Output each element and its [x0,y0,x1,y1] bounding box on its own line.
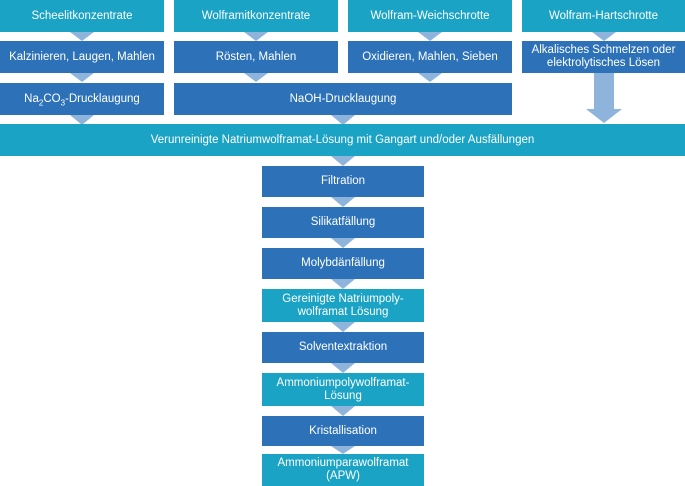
arrow-down [70,115,94,125]
leach-na2co3: Na2CO3-Drucklaugung [0,83,164,115]
step-silikat: Silikatfällung [262,207,424,238]
source-scheelit: Scheelitkonzentrate [0,0,164,32]
step-apw: Ammoniumparawolframat (APW) [262,454,424,486]
pretreat-hartschrotte: Alkalisches Schmelzen oder elektrolytisc… [522,41,685,73]
impure-solution: Verunreinigte Natriumwolframat-Lösung mi… [0,124,685,156]
step-solventextraktion: Solventextraktion [262,332,424,363]
arrow-down [331,156,355,166]
na2co3-label: Na2CO3-Drucklaugung [24,92,140,107]
step-gereinigte-loesung: Gereinigte Natriumpoly-wolframat Lösung [262,289,424,322]
leach-naoh: NaOH-Drucklaugung [174,83,512,115]
arrow-down [331,406,355,416]
arrow-down [418,32,442,41]
source-wolframit: Wolframitkonzentrate [174,0,338,32]
arrow-down [244,73,268,82]
pretreat-scheelit: Kalzinieren, Laugen, Mahlen [0,41,164,73]
pretreat-wolframit: Rösten, Mahlen [174,41,338,73]
step-ammoniumpoly-loesung: Ammoniumpolywolframat-Lösung [262,373,424,406]
arrow-down [331,322,355,332]
arrow-down [418,73,442,82]
arrow-down [70,32,94,41]
arrow-down [331,197,355,207]
arrow-hartschrotte-down [586,73,622,123]
step-kristallisation: Kristallisation [262,416,424,446]
step-filtration: Filtration [262,166,424,197]
arrow-down [331,279,355,289]
source-weichschrotte: Wolfram-Weichschrotte [348,0,512,32]
arrow-down [331,446,355,454]
arrow-down [331,363,355,373]
step-molybdaen: Molybdänfällung [262,248,424,279]
arrow-down [592,32,616,41]
arrow-down [331,115,355,125]
arrow-down [70,73,94,82]
source-hartschrotte: Wolfram-Hartschrotte [522,0,685,32]
arrow-down [331,238,355,248]
arrow-down [244,32,268,41]
pretreat-weichschrotte: Oxidieren, Mahlen, Sieben [348,41,512,73]
